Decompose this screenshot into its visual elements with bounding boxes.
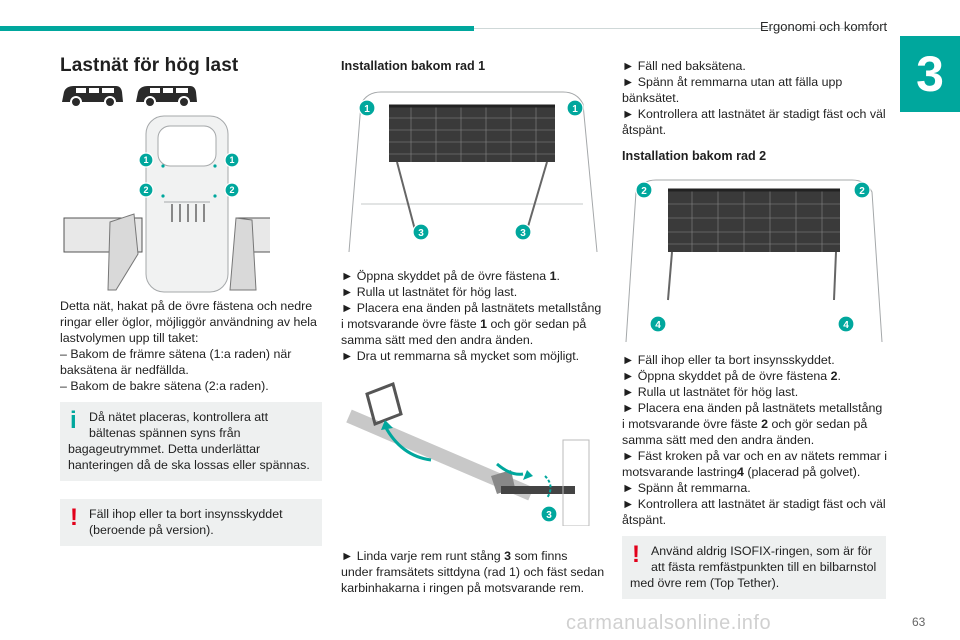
marker-label: 2: [229, 185, 234, 195]
row2-steps: ► Fäll ihop eller ta bort insynsskyddet.…: [622, 353, 888, 527]
net-install-row2-diagram: 2 2 4 4: [622, 174, 886, 342]
net-install-row1-diagram: 1 1 3 3: [341, 84, 603, 254]
marker-label: 4: [843, 320, 849, 331]
marker-label: 2: [143, 185, 148, 195]
row1-steps-a: ► Öppna skyddet på de övre fästena 1. ► …: [341, 269, 602, 363]
vehicle-versions-icon: [60, 84, 200, 108]
vehicle-anchor-overview-diagram: 1 1 2 2: [60, 114, 270, 294]
column-3: ► Fäll ned baksätena. ► Spänn åt remmarn…: [622, 58, 888, 599]
warning-callout-isofix: ! Använd aldrig ISOFIX-ringen, som är fö…: [622, 536, 886, 599]
page-number: 63: [912, 615, 926, 629]
section-title: Ergonomi och komfort: [760, 19, 888, 34]
section-heading-row2: Installation bakom rad 2: [622, 149, 767, 163]
intro-text: Detta nät, hakat på de övre fästena och …: [60, 299, 317, 393]
strap-attach-diagram: 3: [341, 376, 603, 526]
marker-label: 1: [143, 155, 148, 165]
warning-icon: !: [70, 504, 78, 531]
watermark: carmanualsonline.info: [566, 612, 772, 634]
marker-label: 1: [572, 104, 578, 115]
marker-label: 1: [364, 104, 370, 115]
warning-icon: !: [632, 541, 640, 568]
chapter-tab: 3: [900, 36, 960, 112]
marker-label: 2: [859, 186, 865, 197]
column-1: Lastnät för hög last 1 1 2 2 Detta nät, …: [60, 55, 322, 546]
marker-label: 3: [520, 228, 526, 239]
column-2: Installation bakom rad 1 1 1 3 3 ► Öppna…: [341, 58, 605, 596]
info-icon: i: [70, 407, 77, 434]
row1-steps-b: ► Linda varje rem runt stång 3 som finns…: [341, 549, 605, 595]
header-accent-bar: [0, 26, 474, 31]
section-heading-row1: Installation bakom rad 1: [341, 59, 486, 73]
page-title: Lastnät för hög last: [60, 55, 239, 76]
info-callout: i Då nätet placeras, kontrollera att bäl…: [60, 402, 322, 481]
marker-label: 3: [418, 228, 424, 239]
header-rule: [474, 28, 882, 29]
marker-label: 2: [641, 186, 647, 197]
marker-label: 4: [655, 320, 661, 331]
row1-steps-c: ► Fäll ned baksätena. ► Spänn åt remmarn…: [622, 59, 886, 137]
warning-callout: ! Fäll ihop eller ta bort insynsskyddet …: [60, 499, 322, 546]
marker-label: 3: [546, 510, 552, 521]
marker-label: 1: [229, 155, 234, 165]
